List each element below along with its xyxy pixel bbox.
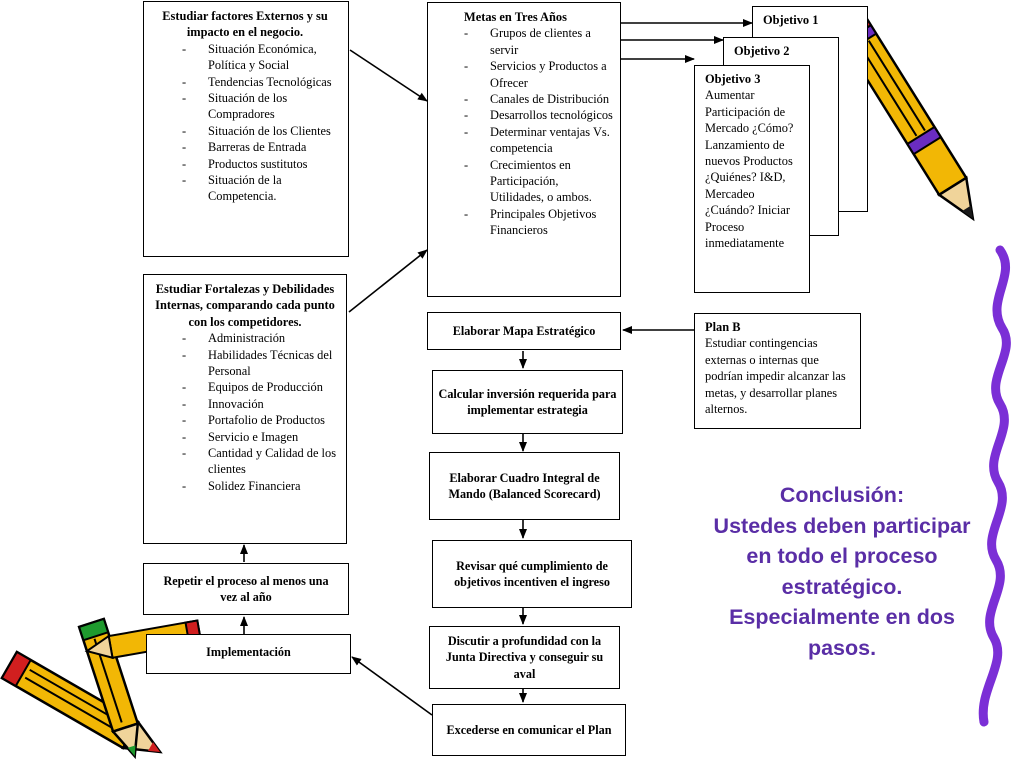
- pencil-bottom-left-red-icon: [0, 650, 163, 754]
- list-item: Situación de los Clientes: [150, 123, 340, 140]
- decorative-squiggle: [978, 245, 1011, 727]
- list-item: Situación Económica, Política y Social: [150, 41, 340, 74]
- list-item: Equipos de Producción: [150, 379, 340, 396]
- step-label: Revisar qué cumplimiento de objetivos in…: [454, 558, 610, 589]
- step-label: Calcular inversión requerida para implem…: [438, 386, 617, 417]
- conclusion-text: Conclusión: Ustedes deben participar en …: [713, 483, 971, 660]
- step-label: Excederse en comunicar el Plan: [446, 722, 612, 737]
- step-repetir-proceso: Repetir el proceso al menos una vez al a…: [143, 563, 349, 615]
- step-revisar-cumplimiento: Revisar qué cumplimiento de objetivos in…: [432, 540, 632, 608]
- list-item: Servicios y Productos a Ofrecer: [432, 58, 614, 91]
- step-mapa-estrategico: Elaborar Mapa Estratégico: [427, 312, 621, 350]
- step-label: Implementación: [206, 645, 291, 659]
- plan-b-body: Estudiar contingencias externas o intern…: [705, 336, 846, 417]
- arrow-excederse-to-implementacion: [351, 656, 433, 716]
- objective-1-title: Objetivo 1: [763, 13, 819, 27]
- goals-title: Metas en Tres Años: [464, 10, 567, 24]
- step-excederse-comunicar: Excederse en comunicar el Plan: [432, 704, 626, 756]
- external-factors-box: Estudiar factores Externos y su impacto …: [143, 1, 349, 257]
- step-label: Discutir a profundidad con la Junta Dire…: [445, 634, 604, 681]
- step-cuadro-integral: Elaborar Cuadro Integral de Mando (Balan…: [429, 452, 620, 520]
- plan-b-title: Plan B: [705, 320, 741, 334]
- list-item: Innovación: [150, 396, 340, 413]
- step-label: Repetir el proceso al menos una vez al a…: [163, 573, 329, 604]
- internal-strengths-box: Estudiar Fortalezas y Debilidades Intern…: [143, 274, 347, 544]
- goals-box: Metas en Tres Años Grupos de clientes a …: [427, 2, 621, 297]
- objective-3-body: Aumentar Participación de Mercado ¿Cómo?…: [705, 88, 794, 251]
- list-item: Productos sustitutos: [150, 156, 340, 173]
- internal-strengths-list: Administración Habilidades Técnicas del …: [150, 330, 340, 494]
- list-item: Barreras de Entrada: [150, 139, 340, 156]
- list-item: Situación de los Compradores: [150, 90, 340, 123]
- step-label: Elaborar Mapa Estratégico: [452, 323, 596, 338]
- step-discutir-junta: Discutir a profundidad con la Junta Dire…: [429, 626, 620, 689]
- internal-strengths-title: Estudiar Fortalezas y Debilidades Intern…: [155, 282, 335, 329]
- list-item: Administración: [150, 330, 340, 347]
- list-item: Tendencias Tecnológicas: [150, 74, 340, 91]
- list-item: Canales de Distribución: [432, 91, 614, 108]
- objective-3-card: Objetivo 3 Aumentar Participación de Mer…: [694, 65, 810, 293]
- step-calcular-inversion: Calcular inversión requerida para implem…: [432, 370, 623, 434]
- list-item: Principales Objetivos Financieros: [432, 206, 614, 239]
- list-item: Determinar ventajas Vs. competencia: [432, 124, 614, 157]
- arrow-internal-to-goals: [348, 249, 428, 313]
- list-item: Situación de la Competencia.: [150, 172, 340, 205]
- objective-3-title: Objetivo 3: [705, 72, 761, 86]
- objective-2-title: Objetivo 2: [734, 44, 790, 58]
- list-item: Desarrollos tecnológicos: [432, 107, 614, 124]
- list-item: Crecimientos en Participación, Utilidade…: [432, 157, 614, 206]
- arrow-external-to-goals: [349, 49, 428, 102]
- step-label: Elaborar Cuadro Integral de Mando (Balan…: [448, 470, 601, 501]
- list-item: Solidez Financiera: [150, 478, 340, 495]
- list-item: Habilidades Técnicas del Personal: [150, 347, 340, 380]
- list-item: Servicio e Imagen: [150, 429, 340, 446]
- list-item: Portafolio de Productos: [150, 412, 340, 429]
- external-factors-title: Estudiar factores Externos y su impacto …: [162, 9, 328, 40]
- step-implementacion: Implementación: [146, 634, 351, 674]
- goals-list: Grupos de clientes a servir Servicios y …: [432, 25, 614, 238]
- list-item: Cantidad y Calidad de los clientes: [150, 445, 340, 478]
- external-factors-list: Situación Económica, Política y Social T…: [150, 41, 340, 205]
- list-item: Grupos de clientes a servir: [432, 25, 614, 58]
- plan-b-box: Plan B Estudiar contingencias externas o…: [694, 313, 861, 429]
